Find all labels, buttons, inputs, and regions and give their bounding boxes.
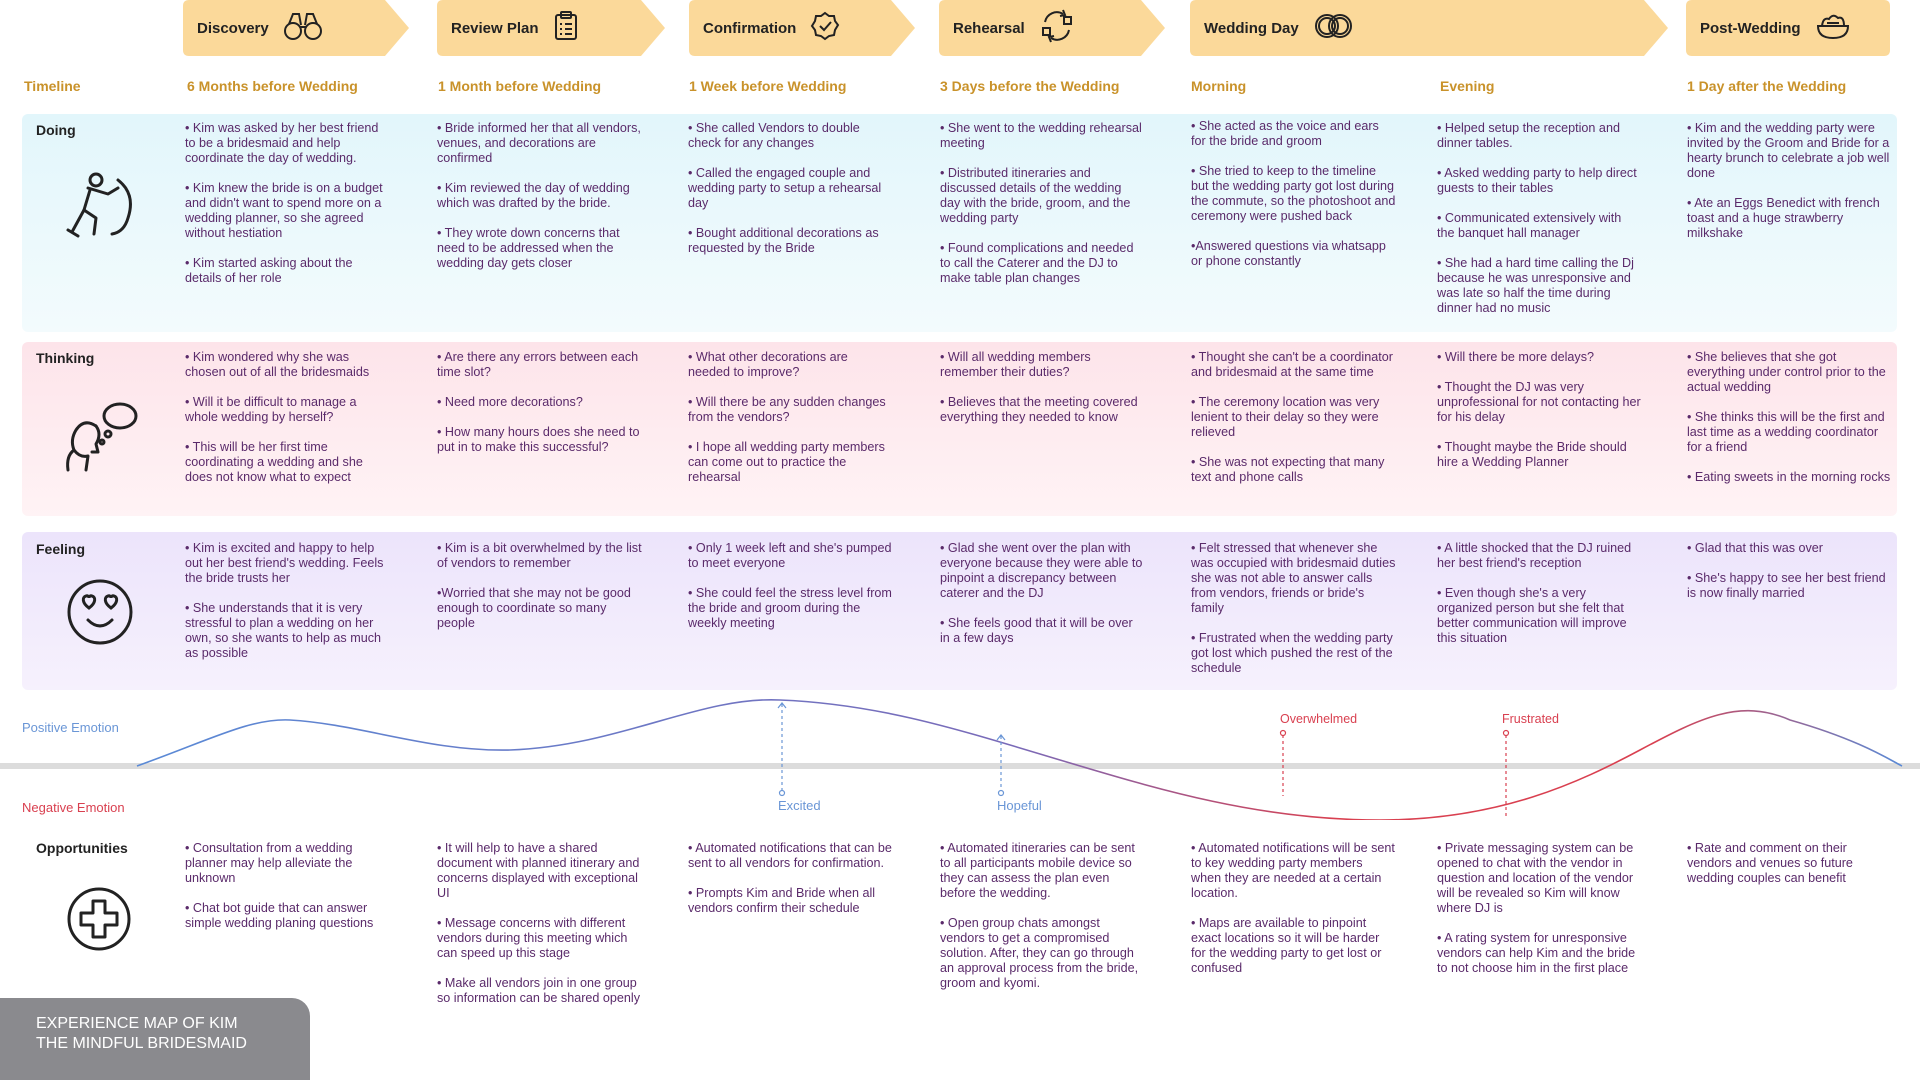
thinking-cell: • Kim wondered why she was chosen out of… — [185, 350, 370, 484]
phase-rehearsal: Rehearsal — [939, 0, 1165, 56]
negative-emotion-label: Negative Emotion — [22, 800, 125, 815]
excited-label: Excited — [778, 798, 821, 813]
frustrated-marker — [1502, 729, 1510, 818]
doing-cell: • She called Vendors to double check for… — [688, 121, 882, 255]
timeline-item: 3 Days before the Wedding — [940, 78, 1120, 94]
emotion-curve — [136, 699, 1903, 820]
excited-marker — [777, 702, 787, 797]
positive-emotion-label: Positive Emotion — [22, 720, 119, 735]
opportunity-cell: • Rate and comment on their vendors and … — [1687, 841, 1853, 885]
phase-post-wedding: Post-Wedding — [1686, 0, 1890, 56]
frustrated-label: Frustrated — [1502, 712, 1559, 726]
phase-label: Review Plan — [451, 19, 539, 37]
timeline-item: 6 Months before Wedding — [187, 78, 358, 94]
opportunity-cell: • Private messaging system can be opened… — [1437, 841, 1636, 975]
check-badge-icon — [810, 11, 840, 46]
timeline-item: Morning — [1191, 78, 1247, 94]
pushing-person-icon — [66, 170, 138, 243]
opportunity-cell: • Automated notifications that can be se… — [688, 841, 892, 915]
feeling-cell: • Only 1 week left and she's pumped to m… — [688, 541, 892, 630]
phase-chevron — [689, 0, 915, 56]
binoculars-icon — [283, 11, 323, 46]
timeline-item: Evening — [1440, 78, 1495, 94]
phase-label: Rehearsal — [953, 19, 1025, 37]
footer-line-1: EXPERIENCE MAP OF KIM — [36, 1015, 238, 1032]
doing-cell: • She went to the wedding rehearsal meet… — [940, 121, 1142, 285]
feeling-cell: • A little shocked that the DJ ruined he… — [1437, 541, 1632, 645]
thinking-cell: • Are there any errors between each time… — [437, 350, 640, 454]
thinking-label: Thinking — [36, 350, 95, 366]
opportunity-cell: • Automated itineraries can be sent to a… — [940, 841, 1139, 990]
phase-label: Discovery — [197, 19, 269, 37]
phase-chevron — [1190, 0, 1668, 56]
phase-label: Confirmation — [703, 19, 797, 37]
phase-discovery: Discovery — [183, 0, 409, 56]
doing-label: Doing — [36, 122, 76, 138]
feeling-band — [22, 532, 1897, 690]
clipboard-icon — [553, 10, 579, 46]
overwhelmed-label: Overwhelmed — [1280, 712, 1358, 726]
rings-icon — [1313, 11, 1355, 46]
thinking-head-icon — [62, 400, 142, 479]
hopeful-marker — [996, 734, 1006, 797]
timeline-label: Timeline — [24, 78, 81, 94]
doing-cell: • She acted as the voice and ears for th… — [1191, 119, 1396, 268]
doing-cell: • Kim was asked by her best friend to be… — [185, 121, 383, 285]
emotion-baseline — [0, 763, 1920, 769]
overwhelmed-marker — [1279, 729, 1287, 796]
phase-label: Wedding Day — [1204, 19, 1299, 37]
map-title-footer: EXPERIENCE MAP OF KIM THE MINDFUL BRIDES… — [0, 998, 310, 1080]
food-bowl-icon — [1815, 11, 1851, 46]
feeling-cell: • Kim is excited and happy to help out h… — [185, 541, 384, 660]
feeling-cell: • Kim is a bit overwhelmed by the list o… — [437, 541, 642, 630]
timeline-item: 1 Day after the Wedding — [1687, 78, 1847, 94]
phase-wedding-day: Wedding Day — [1190, 0, 1668, 56]
doing-cell: • Kim and the wedding party were invited… — [1687, 121, 1890, 240]
timeline-item: 1 Month before Wedding — [438, 78, 602, 94]
thinking-cell: • She believes that she got everything u… — [1687, 350, 1891, 484]
feeling-label: Feeling — [36, 541, 86, 557]
thinking-cell: • Will all wedding members remember thei… — [940, 350, 1138, 424]
hopeful-label: Hopeful — [997, 798, 1042, 813]
thinking-cell: • Will there be more delays?• Thought th… — [1437, 350, 1641, 469]
feeling-cell: • Felt stressed that whenever she was oc… — [1191, 541, 1396, 675]
opportunity-cell: • Automated notifications will be sent t… — [1191, 841, 1395, 975]
phase-chevron — [1686, 0, 1890, 56]
emotion-curve-chart — [0, 699, 1920, 820]
phase-review-plan: Review Plan — [437, 0, 665, 56]
phase-chevron — [939, 0, 1165, 56]
doing-band — [22, 114, 1897, 332]
plus-circle-icon — [66, 886, 132, 957]
opportunity-cell: • Consultation from a wedding planner ma… — [185, 841, 374, 930]
phase-chevron — [183, 0, 409, 56]
thinking-cell: • Thought she can't be a coordinator and… — [1191, 350, 1393, 484]
opportunities-label: Opportunities — [36, 840, 128, 856]
thinking-cell: • What other decorations are needed to i… — [688, 350, 886, 484]
phase-label: Post-Wedding — [1700, 19, 1801, 37]
feeling-cell: • Glad that this was over• She's happy t… — [1687, 541, 1886, 600]
opportunity-cell: • It will help to have a shared document… — [437, 841, 641, 1005]
feeling-cell: • Glad she went over the plan with every… — [940, 541, 1143, 645]
phase-confirmation: Confirmation — [689, 0, 915, 56]
timeline-item: 1 Week before Wedding — [689, 78, 847, 94]
phase-chevron — [437, 0, 665, 56]
doing-cell: • Helped setup the reception and dinner … — [1437, 121, 1637, 315]
thinking-band — [22, 342, 1897, 516]
cycle-arrows-icon — [1039, 8, 1075, 49]
doing-cell: • Bride informed her that all vendors, v… — [437, 121, 641, 270]
heart-eyes-face-icon — [66, 578, 134, 651]
footer-line-2: THE MINDFUL BRIDESMAID — [36, 1035, 247, 1052]
